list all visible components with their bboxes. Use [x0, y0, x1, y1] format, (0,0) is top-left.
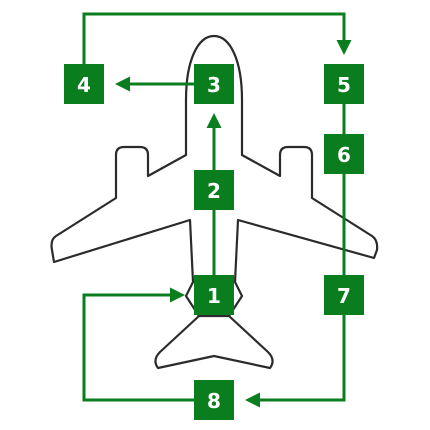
step-5: 5 — [324, 64, 364, 104]
step-6: 6 — [324, 134, 364, 174]
airplane-body-wings — [50, 34, 379, 318]
step-6-label: 6 — [337, 143, 351, 167]
step-3-label: 3 — [207, 73, 221, 97]
step-8: 8 — [194, 380, 234, 420]
step-7-label: 7 — [337, 284, 351, 308]
step-4: 4 — [64, 64, 104, 104]
step-8-label: 8 — [207, 389, 221, 413]
arrow-8-to-1 — [82, 287, 194, 402]
step-1-label: 1 — [207, 284, 221, 308]
step-4-label: 4 — [77, 73, 91, 97]
airplane-outline — [50, 34, 379, 370]
step-2-label: 2 — [207, 179, 221, 203]
step-7: 7 — [324, 275, 364, 315]
step-2: 2 — [194, 170, 234, 210]
step-1: 1 — [194, 275, 234, 315]
step-3: 3 — [194, 64, 234, 104]
step-boxes: 1 2 3 4 5 6 7 8 — [64, 64, 364, 420]
arrow-7-to-8 — [245, 314, 346, 408]
arrow-4-to-5 — [82, 12, 352, 64]
airplane-tail — [154, 315, 274, 370]
step-5-label: 5 — [337, 73, 351, 97]
flow-arrows — [82, 12, 352, 408]
